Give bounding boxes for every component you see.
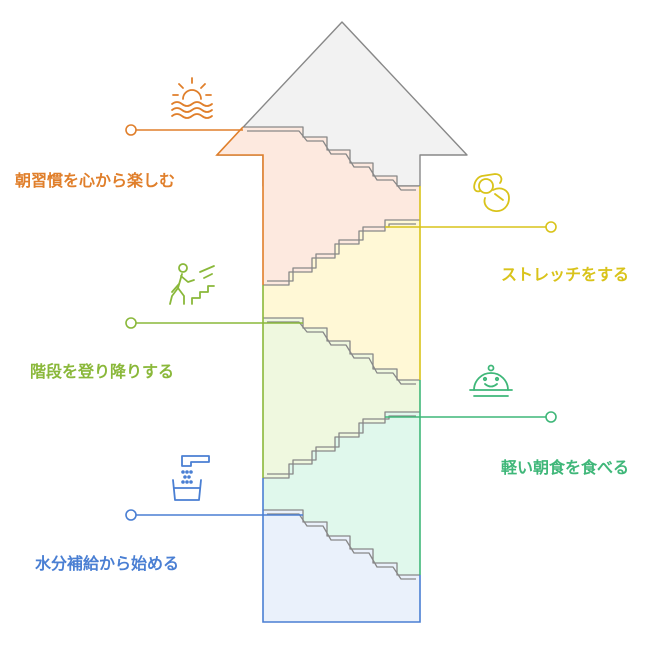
band-outlines (215, 126, 421, 623)
water-tap-icon (172, 455, 210, 501)
connector-5 (125, 509, 303, 521)
step-3-label: 階段を登り降りする (30, 362, 174, 381)
step-5-label: 水分補給から始める (35, 554, 179, 573)
sunrise-icon (171, 77, 213, 119)
band-3-fill (263, 318, 420, 478)
step-1-label: 朝習慣を心から楽しむ (15, 171, 175, 190)
connector-4 (385, 411, 557, 423)
connector-2 (385, 221, 557, 233)
connector-1 (125, 124, 243, 136)
stair-edges (243, 126, 420, 580)
step-4-label: 軽い朝食を食べる (501, 458, 629, 477)
band-2-fill (263, 220, 420, 380)
step-2-label: ストレッチをする (501, 265, 629, 284)
ok-hand-icon (473, 173, 510, 212)
stairs-climbing-icon (169, 263, 215, 305)
food-dome-icon (469, 364, 513, 397)
band-4-fill (263, 412, 420, 575)
connector-3 (125, 317, 303, 329)
band-5-fill (263, 510, 420, 622)
